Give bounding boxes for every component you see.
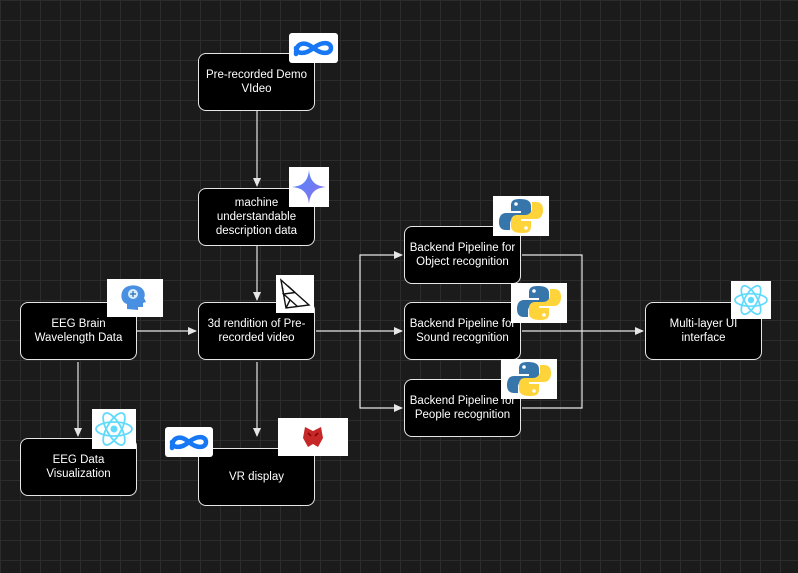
node-description-data[interactable]: machine understandable description data bbox=[198, 188, 315, 246]
node-vr-display[interactable]: VR display bbox=[198, 448, 315, 506]
node-sound-pipeline[interactable]: Backend Pipeline for Sound recognition bbox=[404, 302, 521, 360]
meta-logo-icon bbox=[165, 427, 213, 457]
edge-split-to-people bbox=[359, 331, 403, 412]
node-description-data-label: machine understandable description data bbox=[215, 197, 298, 237]
node-people-pipeline-label: Backend Pipeline for People recognition bbox=[409, 395, 516, 421]
react-logo-icon bbox=[731, 281, 771, 319]
python-logo-icon bbox=[493, 196, 549, 236]
node-sound-pipeline-label: Backend Pipeline for Sound recognition bbox=[409, 318, 516, 344]
meta-logo-icon bbox=[289, 33, 338, 63]
node-ui-interface-label: Multi-layer UI interface bbox=[669, 318, 738, 344]
edge-object-merge bbox=[522, 254, 583, 331]
threejs-logo-icon bbox=[276, 275, 314, 313]
node-object-pipeline-label: Backend Pipeline for Object recognition bbox=[409, 242, 516, 268]
node-vr-display-label: VR display bbox=[229, 471, 284, 483]
node-demo-video-label: Pre-recorded Demo VIdeo bbox=[206, 69, 307, 95]
edge-people-merge bbox=[522, 331, 583, 409]
brain-head-icon bbox=[107, 279, 163, 317]
red-mask-logo-icon bbox=[278, 418, 348, 456]
node-3d-rendition-label: 3d rendition of Pre- recorded video bbox=[207, 318, 306, 344]
edge-split-to-object bbox=[359, 251, 403, 331]
node-eeg-data-label: EEG Brain Wavelength Data bbox=[34, 318, 123, 344]
python-logo-icon bbox=[511, 283, 567, 323]
node-eeg-visualization-label: EEG Data Visualization bbox=[46, 454, 111, 480]
python-logo-icon bbox=[501, 359, 557, 399]
react-logo-icon bbox=[92, 409, 136, 449]
gemini-sparkle-icon bbox=[289, 167, 329, 207]
